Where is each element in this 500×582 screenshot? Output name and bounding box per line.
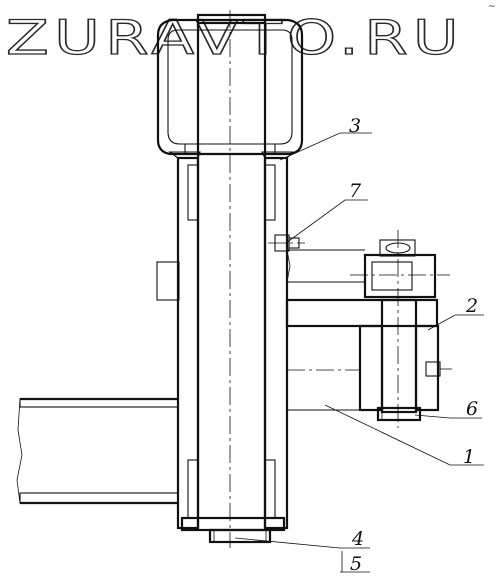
- frame-beam: [16, 397, 179, 505]
- pin-assembly: [358, 298, 452, 422]
- bushings: [187, 164, 276, 519]
- callout-7: 7: [349, 180, 362, 202]
- callout-6: 6: [466, 398, 478, 420]
- leader-lines: [234, 132, 484, 573]
- callout-2: 2: [465, 295, 478, 317]
- corner-mark: ~: [488, 2, 496, 12]
- steering-arm: [285, 249, 439, 328]
- left-stub: [156, 261, 180, 301]
- callout-1: 1: [463, 446, 475, 468]
- callout-5: 5: [350, 553, 362, 575]
- grease-fitting: [268, 234, 305, 252]
- callout-3: 3: [349, 115, 361, 137]
- ball-joint: [350, 230, 450, 428]
- king-pin: [196, 10, 267, 548]
- bottom-cap: [180, 516, 286, 544]
- callout-4: 4: [351, 528, 364, 550]
